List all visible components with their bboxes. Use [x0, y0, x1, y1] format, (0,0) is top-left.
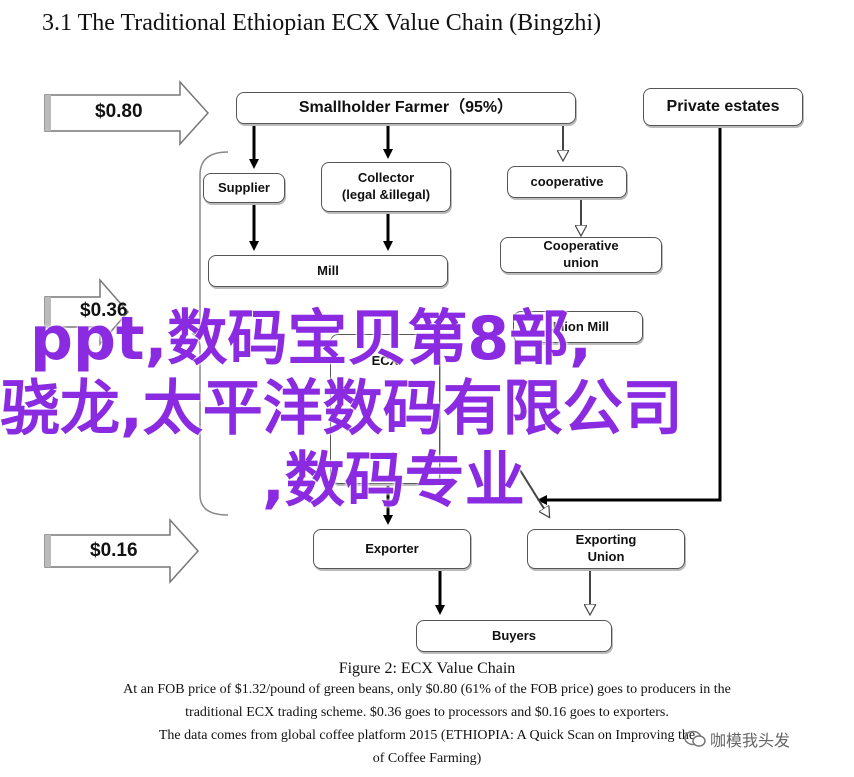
price-label-processors: $0.36	[80, 300, 128, 321]
node-smallholder-farmer: Smallholder Farmer（95%）	[236, 92, 576, 124]
price-arrow-2	[44, 278, 129, 346]
overlay-text-line-3: ,数码专业	[262, 446, 525, 516]
node-private-estates: Private estates	[643, 88, 803, 126]
figure-caption: Figure 2: ECX Value Chain At an FOB pric…	[0, 660, 854, 770]
flow-arrows	[249, 125, 445, 615]
caption-line: At an FOB price of $1.32/pound of green …	[123, 682, 731, 697]
price-label-exporters: $0.16	[90, 540, 138, 561]
overlay-text-line-1: ppt,数码宝贝第8部,	[30, 304, 592, 374]
node-cooperative-union: Cooperative union	[500, 237, 662, 273]
wechat-icon	[684, 730, 706, 747]
node-buyers: Buyers	[416, 620, 612, 652]
node-mill: Mill	[208, 255, 448, 287]
node-supplier: Supplier	[203, 173, 285, 203]
node-exporting-union: Exporting Union	[527, 529, 685, 569]
node-collector: Collector (legal &illegal)	[321, 162, 451, 212]
node-exporter: Exporter	[313, 529, 471, 569]
node-ecx: ECX	[330, 334, 440, 484]
watermark-text: 咖模我头发	[710, 731, 791, 750]
node-union-mill: Union Mill	[513, 311, 643, 343]
cooperative-arrows	[519, 125, 590, 612]
overlay-text-line-2: 骁龙,太平洋数码有限公司	[0, 374, 683, 444]
left-brace	[191, 151, 229, 516]
caption-line: The data comes from global coffee platfo…	[158, 728, 696, 743]
price-arrow-1	[44, 80, 210, 146]
private-estates-line	[537, 128, 722, 505]
price-label-producers: $0.80	[95, 101, 143, 122]
page-title: 3.1 The Traditional Ethiopian ECX Value …	[42, 10, 602, 36]
watermark: 咖模我头发	[684, 727, 790, 751]
node-cooperative: cooperative	[507, 166, 627, 198]
caption-line: traditional ECX trading scheme. $0.36 go…	[185, 705, 669, 720]
caption-line: of Coffee Farming)	[372, 751, 482, 766]
price-arrow-3	[44, 518, 200, 584]
caption-title: Figure 2: ECX Value Chain	[338, 660, 516, 677]
